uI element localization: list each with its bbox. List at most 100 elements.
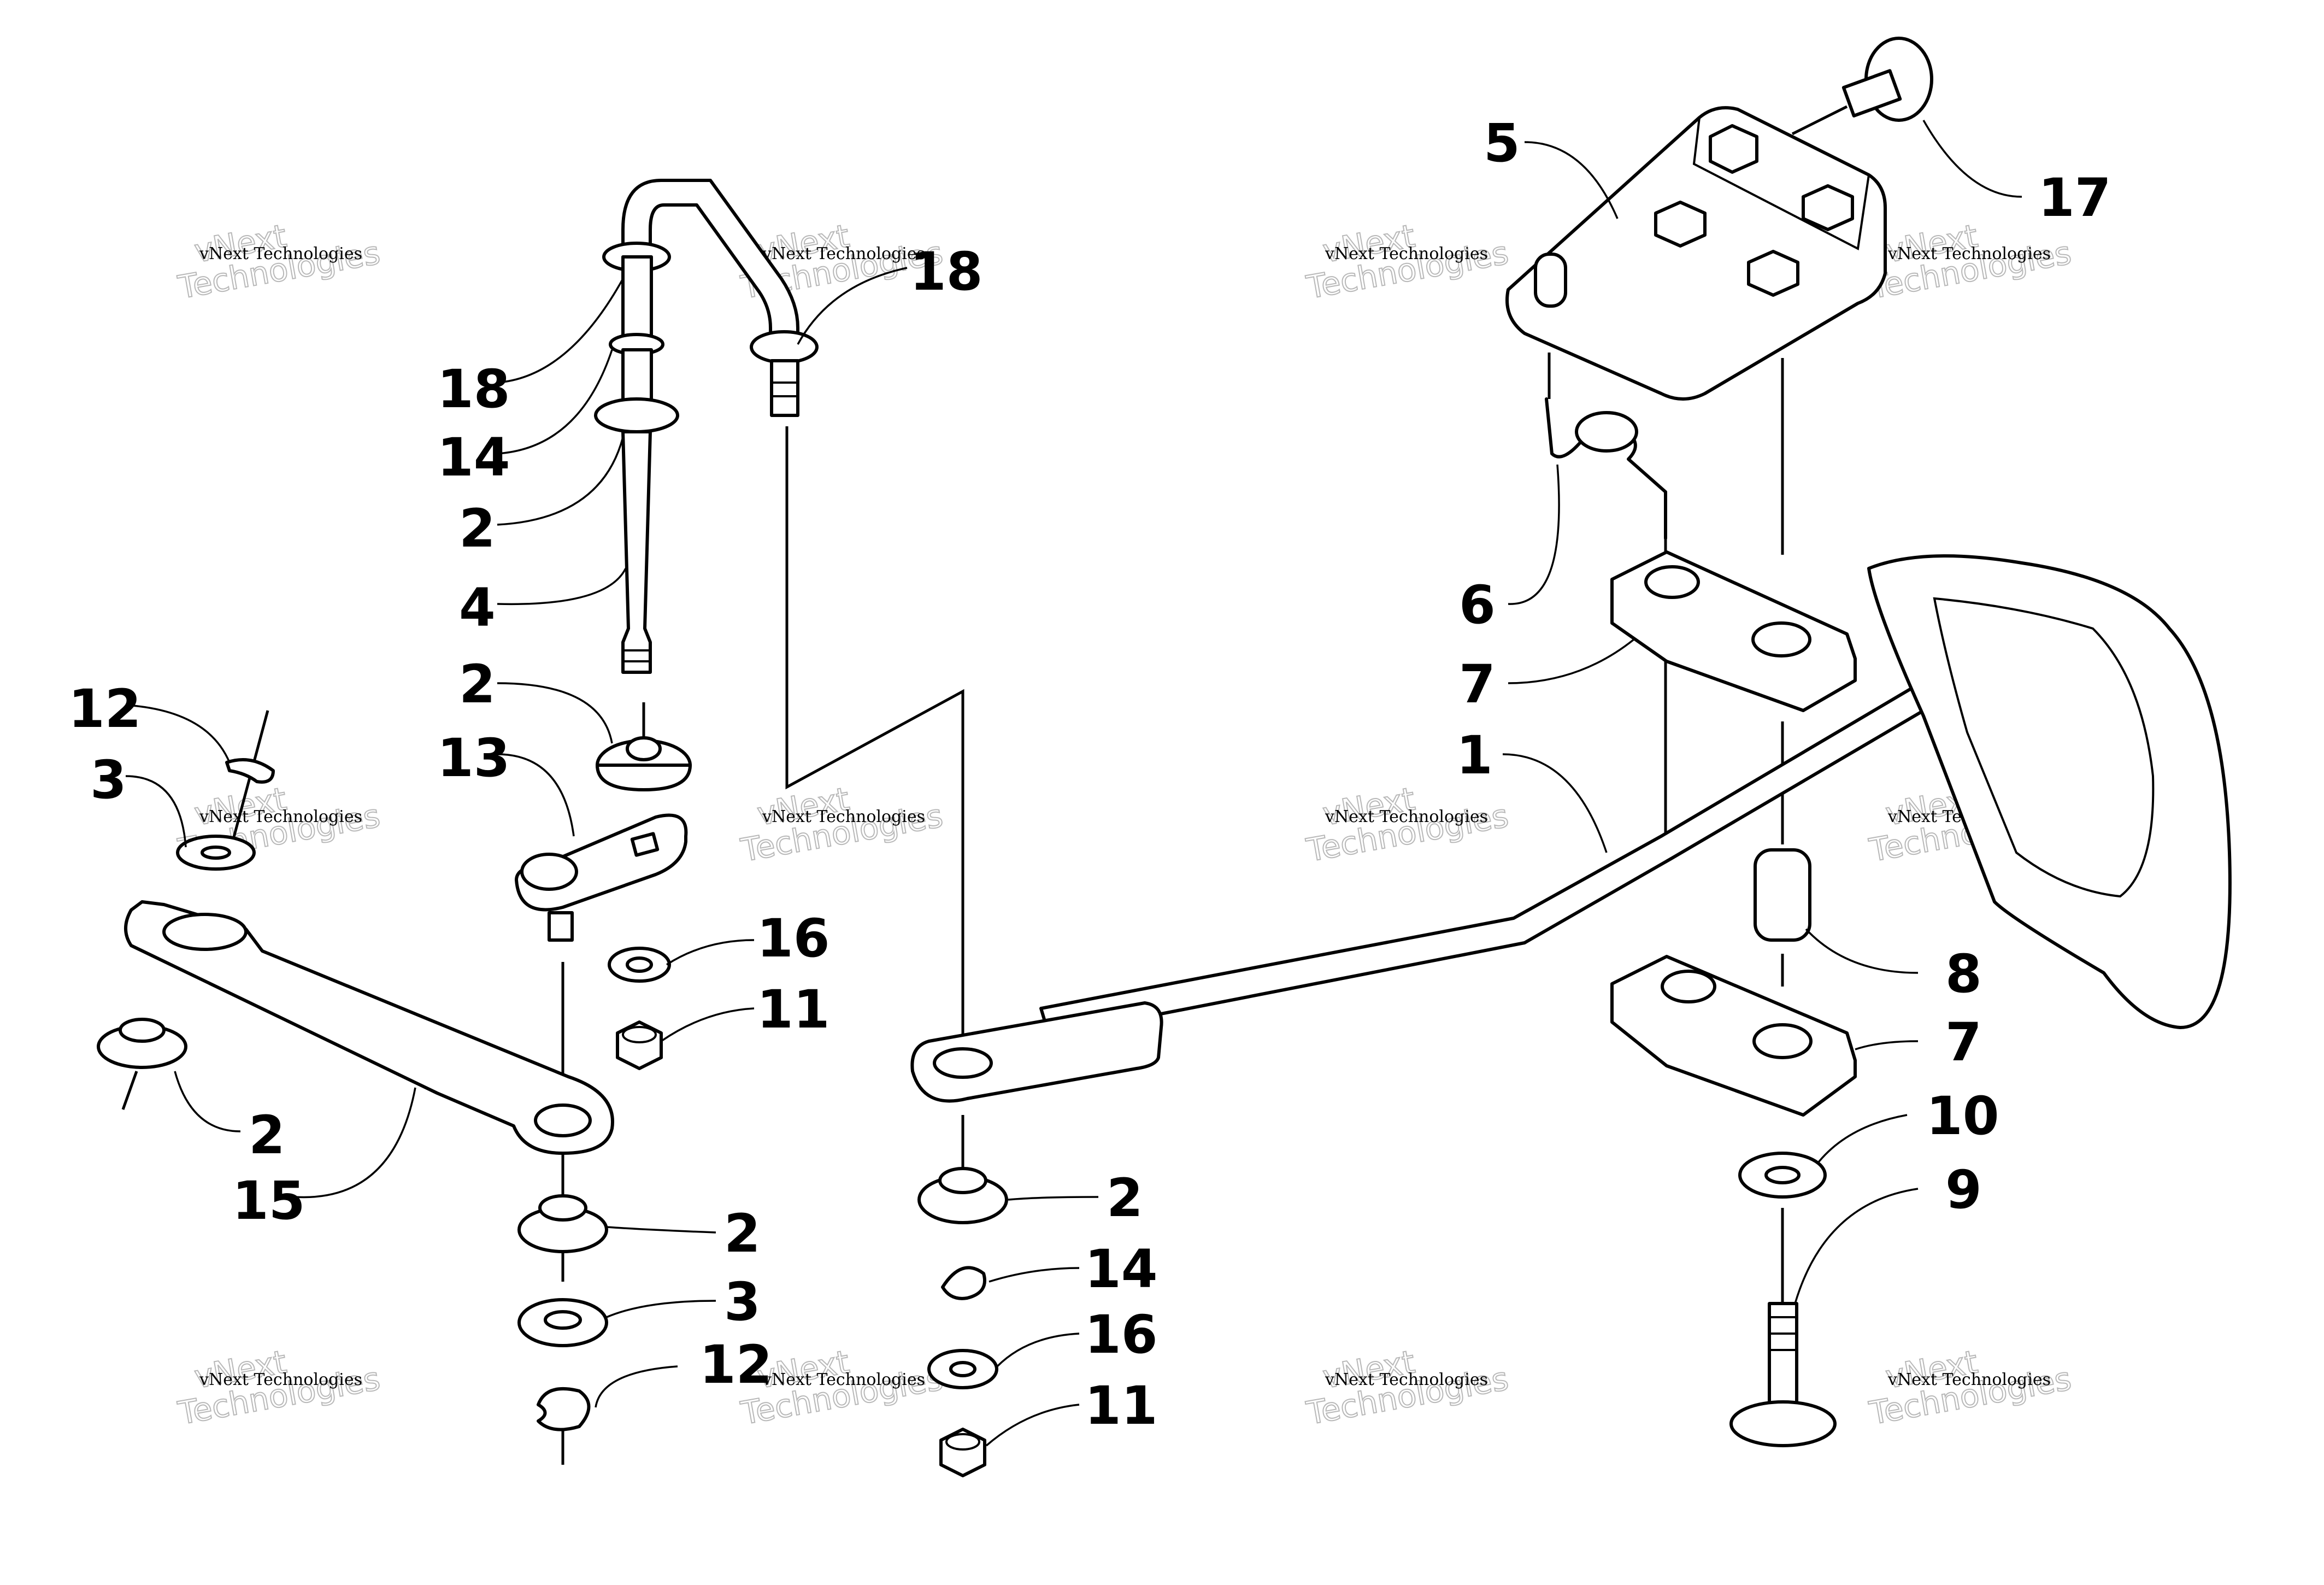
shift-rod-1 <box>1039 664 1969 1037</box>
leader-12a <box>125 704 231 763</box>
watermark-small: vNext Technologies <box>199 807 362 826</box>
e-clip-12-left <box>225 758 275 784</box>
bolt-9-shank <box>1768 1302 1798 1409</box>
leader-13 <box>497 753 575 837</box>
callout-2-lever: 2 <box>249 1105 285 1166</box>
callout-11-upper: 11 <box>757 979 830 1040</box>
block-7-lower-hole-1 <box>1661 970 1716 1003</box>
e-clip-12-lower <box>537 1387 591 1431</box>
callout-2-mid-left: 2 <box>459 654 496 715</box>
callout-14-upper-left: 14 <box>437 427 510 488</box>
leader-11b <box>985 1404 1080 1447</box>
washer-16-center-hole <box>949 1361 976 1377</box>
watermark-small: vNext Technologies <box>762 807 925 826</box>
leader-9 <box>1794 1188 1919 1304</box>
block-7-lower <box>1610 955 1857 1117</box>
leader-2b <box>497 682 613 744</box>
watermark-small: vNext Technologies <box>199 244 362 263</box>
leader-3a <box>125 775 187 848</box>
callout-2-center: 2 <box>1107 1167 1143 1229</box>
callout-9: 9 <box>1945 1159 1982 1220</box>
callout-7-lower: 7 <box>1945 1012 1982 1073</box>
bushing-2-left-top <box>119 1018 166 1043</box>
bushing-2-center-top <box>938 1167 987 1194</box>
link-plate-13-pin <box>520 853 578 891</box>
leader-16b <box>996 1332 1080 1367</box>
callout-3-lower-left: 3 <box>724 1271 761 1332</box>
washer-16-upper-hole <box>626 956 653 973</box>
nut-bracket-1 <box>1709 124 1758 174</box>
leader-5 <box>1524 141 1619 219</box>
leader-8 <box>1805 928 1919 974</box>
callout-2-upper-left: 2 <box>459 498 496 559</box>
watermark-small: vNext Technologies <box>762 244 925 263</box>
pin-collar-18-right <box>750 330 819 364</box>
leader-14a <box>497 349 613 455</box>
bushing-2-lower-top <box>538 1194 587 1222</box>
callout-17: 17 <box>2038 167 2111 228</box>
nut-11-upper-top <box>622 1026 657 1043</box>
leader-18a <box>497 278 624 384</box>
callout-18-upper-left: 18 <box>437 359 510 420</box>
callout-16-upper: 16 <box>757 908 830 969</box>
lever-15 <box>124 900 614 1155</box>
nut-bracket-4 <box>1747 250 1799 297</box>
leader-2a <box>497 437 624 526</box>
shift-rod-assembly <box>97 179 819 1431</box>
lever-15-hole-left <box>162 913 248 951</box>
leader-2c <box>174 1071 241 1132</box>
callout-11-center: 11 <box>1085 1375 1158 1436</box>
callout-15: 15 <box>232 1170 305 1231</box>
callout-7-upper: 7 <box>1459 654 1496 715</box>
block-7-upper-hole-1 <box>1644 565 1700 599</box>
callout-6: 6 <box>1459 574 1496 636</box>
leader-1 <box>1502 753 1608 853</box>
watermark-small: vNext Technologies <box>762 1370 925 1389</box>
callout-4: 4 <box>459 577 496 638</box>
foot-pedal-ridge <box>1933 597 2155 898</box>
leader-18b <box>797 267 908 345</box>
callout-13: 13 <box>437 727 510 789</box>
shift-rod-part-18 <box>621 179 799 338</box>
nut-11-upper <box>616 1020 663 1070</box>
callout-12-left: 12 <box>68 678 142 739</box>
leader-16a <box>666 939 755 966</box>
bushing-2-body <box>596 764 692 791</box>
callout-5: 5 <box>1484 113 1520 174</box>
block-7-lower-hole-2 <box>1752 1023 1813 1059</box>
bracket-5-post <box>1534 253 1567 308</box>
leader-7a <box>1508 638 1635 684</box>
leader-7b <box>1855 1040 1919 1050</box>
nut-11-center <box>939 1428 986 1477</box>
watermark-small: vNext Technologies <box>1325 244 1488 263</box>
callout-12-lower-left: 12 <box>699 1334 773 1395</box>
callout-1: 1 <box>1456 725 1493 786</box>
washer-2-upper <box>594 397 679 433</box>
watermark-small: vNext Technologies <box>1887 244 2051 263</box>
bracket-5-flange <box>1692 116 1870 251</box>
nut-bracket-2 <box>1654 201 1707 248</box>
watermark-small: vNext Technologies <box>1325 1370 1488 1389</box>
leader-14b <box>989 1267 1080 1283</box>
nut-11-center-top <box>945 1433 980 1451</box>
leader-10 <box>1816 1114 1908 1165</box>
callout-2-lower-left: 2 <box>724 1203 761 1264</box>
bushing-2-hole <box>626 736 662 761</box>
leader-4 <box>497 568 627 606</box>
leader-3b <box>606 1300 716 1318</box>
pedal-assembly <box>910 37 2232 1447</box>
center-stack <box>917 1167 1008 1477</box>
washer-3-lower-hole <box>544 1310 582 1330</box>
nut-bracket-3 <box>1802 184 1854 231</box>
lever-15-hole-right <box>534 1103 592 1137</box>
bracket-5 <box>1505 106 1887 401</box>
axis-bolt-17 <box>1791 105 1848 136</box>
axis-left-pivot-bottom <box>121 1071 138 1110</box>
bolt-9-head <box>1729 1400 1837 1447</box>
callout-3-left: 3 <box>90 749 127 811</box>
leader-lines <box>125 120 2022 1447</box>
spring-6-coil <box>1575 411 1638 453</box>
leader-12b <box>595 1365 678 1408</box>
watermark-small: vNext Technologies <box>1887 1370 2051 1389</box>
